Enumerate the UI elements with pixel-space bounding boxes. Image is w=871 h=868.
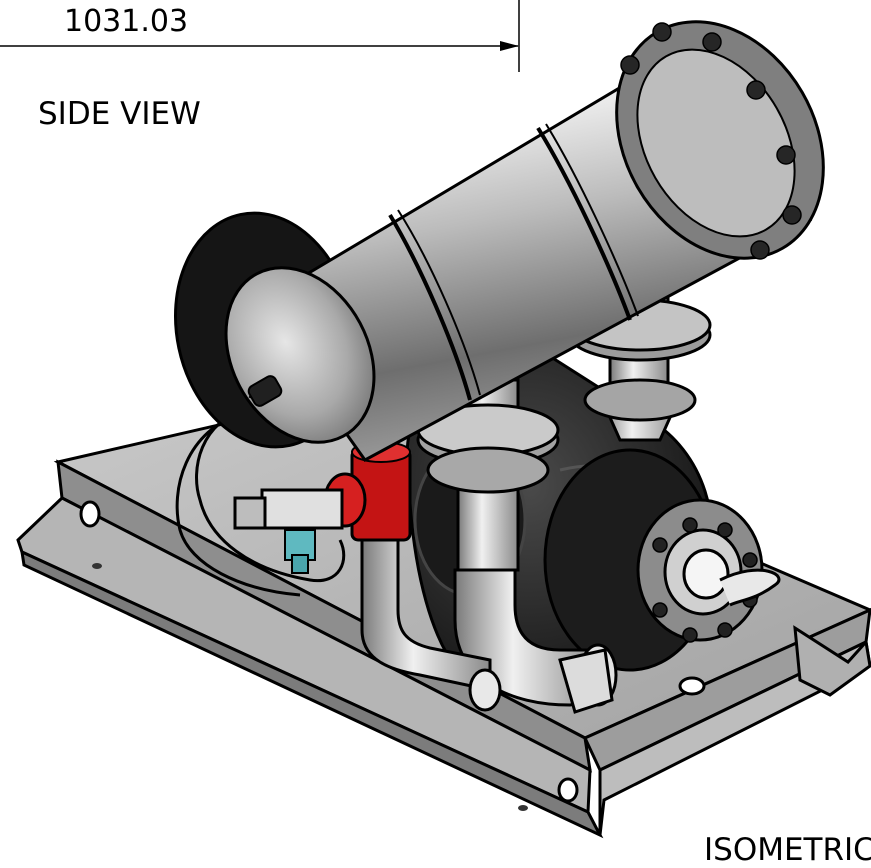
base-hole-left [79,500,101,528]
sensor-cable [175,406,346,597]
base-hole-front [557,777,579,803]
suction-elbow [360,538,502,712]
pump-volute [543,448,781,672]
suction-riser [416,378,560,572]
base-hole-right [678,676,706,696]
outlet-bolts [652,517,758,643]
dimension-line [0,0,520,72]
dimension-value: 1031.03 [64,4,189,39]
end-cap-dome [224,266,376,444]
flange-bolts [620,22,802,260]
side-view-label: SIDE VIEW [38,96,201,132]
pressure-vessel [252,20,825,462]
pressure-switch-fitting [284,529,316,574]
